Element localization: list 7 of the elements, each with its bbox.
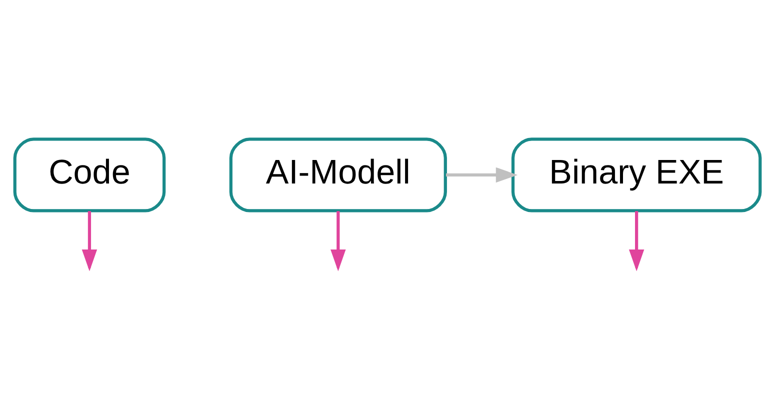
node-box: Code bbox=[13, 138, 166, 212]
arrow bbox=[446, 167, 518, 183]
node-box: AI-Modell bbox=[229, 138, 447, 212]
arrow bbox=[82, 211, 98, 272]
arrow bbox=[330, 211, 346, 272]
arrow bbox=[628, 211, 644, 272]
node-box: Binary EXE bbox=[511, 138, 762, 212]
